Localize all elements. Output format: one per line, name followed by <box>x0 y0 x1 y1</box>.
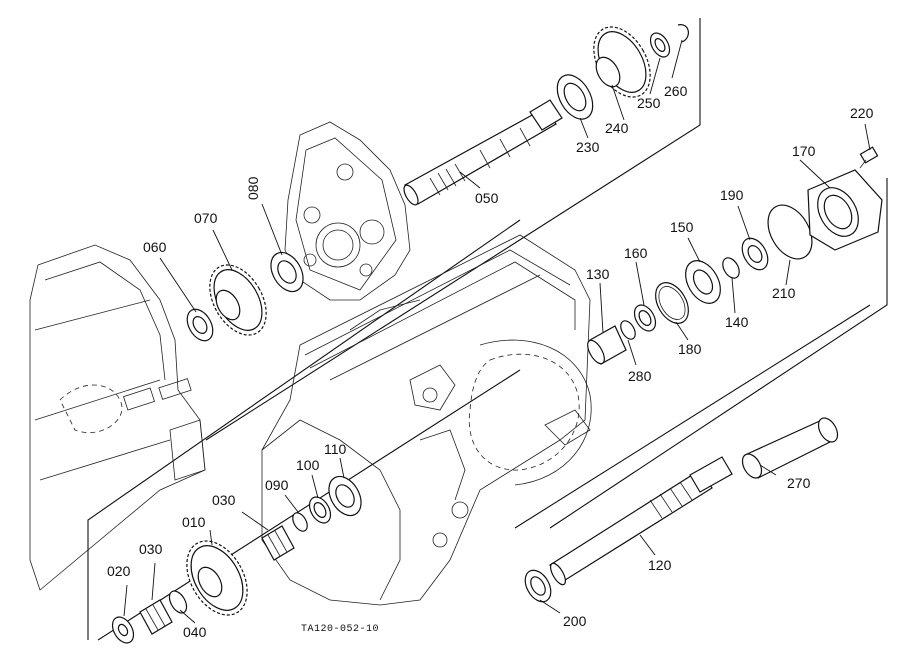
gear-240 <box>593 26 651 98</box>
drawing-code: TA120-052-10 <box>301 624 379 635</box>
bearing-230 <box>556 74 594 120</box>
gear-070 <box>209 264 267 336</box>
washer-250 <box>649 32 671 58</box>
label-220: 220 <box>850 105 874 121</box>
label-150: 150 <box>670 219 694 235</box>
bolt-220 <box>859 146 879 169</box>
label-100: 100 <box>296 457 320 473</box>
bearing-100 <box>308 496 332 524</box>
label-110: 110 <box>324 441 347 457</box>
transmission-case-left <box>29 244 206 591</box>
label-190: 190 <box>720 187 744 203</box>
label-030-upper: 030 <box>212 492 236 508</box>
label-040: 040 <box>183 624 207 640</box>
o-ring-210 <box>767 204 813 260</box>
ring-140 <box>722 257 740 279</box>
ring-090 <box>292 512 308 532</box>
leader-lines <box>123 39 871 624</box>
cover-plate <box>284 121 411 301</box>
label-200: 200 <box>563 613 587 629</box>
collar-040 <box>168 590 188 614</box>
label-260: 260 <box>664 83 688 99</box>
label-210: 210 <box>772 285 796 301</box>
oil-seal-200 <box>524 569 552 603</box>
label-050: 050 <box>475 190 499 206</box>
label-250: 250 <box>637 95 661 111</box>
gear-010 <box>186 540 248 616</box>
label-020: 020 <box>107 563 131 579</box>
part-labels: 060 070 080 050 230 240 250 260 130 160 … <box>107 83 874 640</box>
label-180: 180 <box>678 341 702 357</box>
label-030-lower: 030 <box>139 541 163 557</box>
oil-seal-190 <box>741 237 769 271</box>
label-140: 140 <box>725 314 749 330</box>
shaft-050 <box>403 99 563 206</box>
needle-bearing-030-upper <box>261 525 295 561</box>
bearing-110 <box>328 475 362 517</box>
label-240: 240 <box>605 120 629 136</box>
label-090: 090 <box>265 477 289 493</box>
label-010: 010 <box>182 514 206 530</box>
bearing-160 <box>633 304 657 332</box>
label-280: 280 <box>628 368 652 384</box>
sleeve-270 <box>741 417 839 479</box>
shaft-120 <box>549 456 733 586</box>
gearbox-housing <box>261 234 592 606</box>
washer-020 <box>111 616 135 644</box>
label-080: 080 <box>245 176 261 200</box>
label-170: 170 <box>792 143 816 159</box>
label-060: 060 <box>143 239 167 255</box>
sleeve-130 <box>587 325 627 365</box>
label-160: 160 <box>624 245 648 261</box>
label-270: 270 <box>787 475 811 491</box>
ring-280 <box>620 320 636 340</box>
needle-bearing-030-lower <box>139 599 173 635</box>
label-230: 230 <box>576 139 600 155</box>
label-130: 130 <box>586 266 610 282</box>
label-120: 120 <box>648 557 672 573</box>
label-070: 070 <box>194 210 218 226</box>
housing-170 <box>807 169 883 251</box>
bearing-060 <box>186 308 214 342</box>
snap-ring-180 <box>655 282 689 324</box>
bearing-150 <box>685 260 721 304</box>
snap-ring-260 <box>677 24 689 43</box>
bearing-080 <box>270 251 304 293</box>
